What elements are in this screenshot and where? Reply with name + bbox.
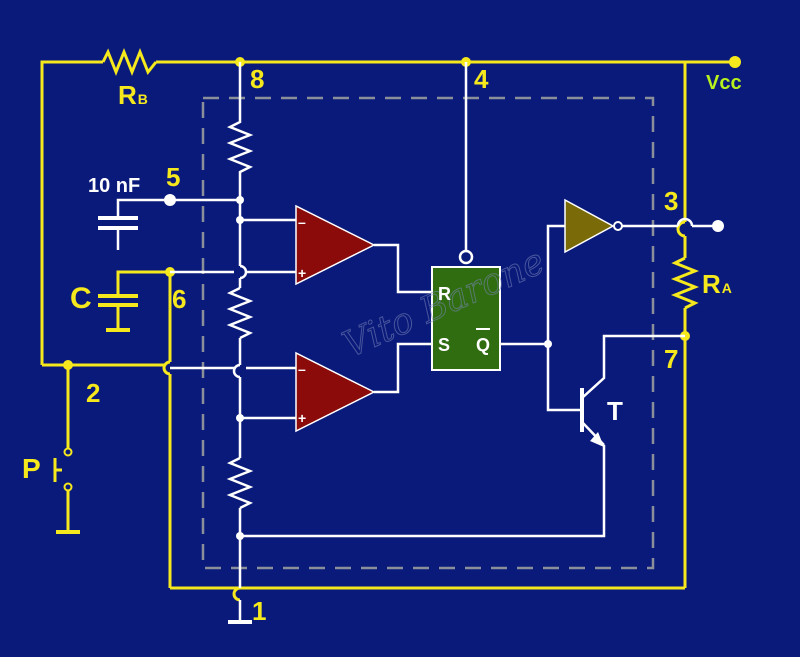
external-nodes	[63, 56, 741, 370]
internal-wiring	[98, 62, 718, 624]
pin-2: 2	[86, 378, 100, 408]
pin-1: 1	[252, 596, 266, 626]
divider-r1	[226, 118, 254, 175]
resistor-ra	[670, 256, 700, 310]
ic-boundary	[201, 96, 655, 570]
divider-r2	[226, 286, 254, 340]
wire-hop-pin3	[676, 220, 686, 238]
comparator-lower-plus: +	[298, 410, 306, 426]
inverter-buffer	[564, 198, 615, 254]
comparator-upper-minus: –	[298, 214, 306, 230]
button-p-label: P	[22, 453, 41, 484]
external-wiring	[40, 47, 735, 602]
resistor-rb	[101, 47, 158, 77]
transistor-label: T	[607, 396, 623, 426]
transistor-emitter-arrow	[590, 432, 604, 447]
ra-label: RA	[702, 269, 732, 299]
pin-4: 4	[474, 64, 489, 94]
comparator-lower-minus: –	[298, 361, 306, 377]
flipflop-r-label: R	[438, 284, 451, 304]
pin-5: 5	[166, 162, 180, 192]
flipflop-s-label: S	[438, 335, 450, 355]
pin-3: 3	[664, 186, 678, 216]
pin-6: 6	[172, 284, 186, 314]
pin-8: 8	[250, 64, 264, 94]
pin-7: 7	[664, 344, 678, 374]
divider-r3	[226, 456, 254, 510]
comparator-upper	[295, 204, 376, 286]
flipflop-block	[431, 266, 501, 371]
comparator-lower	[295, 351, 376, 433]
wire-cap-c-top	[116, 270, 170, 296]
flipflop-q-label: Q	[476, 335, 490, 355]
reset-bubble	[458, 249, 474, 265]
comparator-upper-plus: +	[298, 265, 306, 281]
wire-10nf	[116, 198, 170, 216]
inverter-bubble	[613, 221, 623, 231]
cap-10nf-label: 10 nF	[88, 175, 140, 197]
wire-top-left	[40, 60, 103, 365]
vcc-label: Vcc	[706, 72, 742, 94]
internal-nodes	[164, 194, 724, 540]
rb-label: RB	[118, 80, 148, 110]
cap-c-label: C	[70, 282, 92, 315]
